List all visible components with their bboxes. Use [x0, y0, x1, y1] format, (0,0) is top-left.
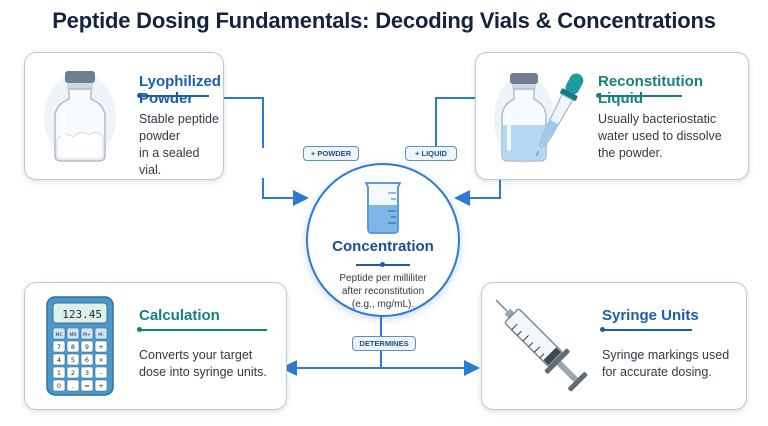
calculator-key-label: 6	[85, 356, 89, 364]
powder-desc: Stable peptide powder in a sealed vial.	[139, 112, 219, 177]
calculator-key	[52, 327, 66, 340]
connector-bridge-right	[435, 97, 475, 148]
calculator-display: 123.45	[62, 308, 102, 321]
calculator-keys: MC MR M+ M- 7 8 9 +4 5 6 × 1 2 3 - 0. = +	[52, 327, 108, 392]
liquid-dot	[596, 93, 601, 98]
calculator-key	[94, 366, 108, 379]
calculator-key-label: MC	[55, 332, 62, 338]
calculator-key-label: MR	[69, 332, 76, 338]
liquid-title: Reconstitution Liquid	[598, 73, 703, 107]
calculator-key-label: =	[84, 382, 89, 390]
card-calculation: 123.45 MC MR M+ M- 7 8 9 +4 5 6 × 1 2 3 - 0. = + Calculat…	[24, 282, 287, 410]
calculator-key-label: M+	[83, 332, 91, 338]
calculator-key	[52, 379, 66, 392]
syringe-icon	[495, 299, 588, 392]
label-determines: DETERMINES	[352, 336, 416, 351]
connector-liquid	[454, 178, 501, 206]
calculator-key-label: .	[72, 382, 74, 390]
calculator-key	[94, 327, 108, 340]
calculator-key	[66, 366, 80, 379]
calculator-key	[66, 327, 80, 340]
card-reconstitution-liquid: Reconstitution Liquid Usually bacteriost…	[475, 52, 749, 180]
vial-liquid-icon	[494, 73, 554, 163]
calculator-key-label: 5	[71, 356, 75, 364]
concentration-desc: Peptide per milliliter after reconstitut…	[339, 273, 427, 310]
calculator-key	[80, 327, 94, 340]
calculator-key-label: +	[98, 382, 103, 390]
dropper-icon	[535, 73, 584, 157]
calculator-key	[52, 340, 66, 353]
calculator-key	[94, 379, 108, 392]
beaker-icon	[364, 182, 402, 234]
calculator-key-label: 2	[71, 369, 75, 377]
calculator-key	[52, 353, 66, 366]
liquid-desc: Usually bacteriostatic water used to dis…	[598, 112, 722, 160]
calculator-key	[94, 353, 108, 366]
calculation-title: Calculation	[139, 307, 220, 324]
calculator-key	[66, 353, 80, 366]
label-powder: + POWDER	[303, 146, 359, 161]
calculation-dot	[137, 327, 142, 332]
calculator-key-label: M-	[98, 332, 104, 338]
calculator-key-label: -	[100, 369, 103, 377]
concentration-node: Concentration Peptide per milliliter aft…	[306, 163, 460, 317]
calculator-key-label: ×	[98, 356, 103, 364]
calculator-key	[94, 340, 108, 353]
syringe-desc: Syringe markings used for accurate dosin…	[602, 348, 730, 379]
calculator-key-label: 7	[57, 343, 61, 351]
calculator-key	[66, 379, 80, 392]
calculator-icon: 123.45 MC MR M+ M- 7 8 9 +4 5 6 × 1 2 3 - 0. = +	[46, 296, 114, 396]
concentration-title: Concentration	[332, 238, 434, 255]
card-syringe-units: Syringe Units Syringe markings used for …	[481, 282, 747, 410]
calculator-key	[80, 379, 94, 392]
page-title: Peptide Dosing Fundamentals: Decoding Vi…	[52, 8, 716, 33]
powder-dot	[137, 93, 142, 98]
calculator-key	[80, 353, 94, 366]
powder-title: Lyophilized Powder	[139, 73, 221, 107]
connector-bridge-left	[222, 97, 264, 148]
calculator-key-label: 9	[85, 343, 89, 351]
syringe-dot	[600, 327, 605, 332]
calculator-key-label: 4	[57, 356, 61, 364]
calculator-key	[52, 366, 66, 379]
card-lyophilized-powder: Lyophilized Powder Stable peptide powder…	[24, 52, 224, 180]
calculator-key	[80, 366, 94, 379]
calculator-key-label: 0	[57, 382, 61, 390]
calculator-key	[80, 340, 94, 353]
calculation-desc: Converts your target dose into syringe u…	[139, 348, 267, 379]
calculator-key-label: 3	[85, 369, 89, 377]
label-liquid: + LIQUID	[405, 146, 457, 161]
vial-powder-icon	[44, 71, 116, 162]
calculator-key-label: +	[98, 343, 103, 351]
calculator-key-label: 8	[71, 343, 75, 351]
calculator-key-label: 1	[57, 369, 61, 377]
syringe-title: Syringe Units	[602, 307, 699, 324]
connector-powder	[262, 178, 309, 206]
calculator-key	[66, 340, 80, 353]
